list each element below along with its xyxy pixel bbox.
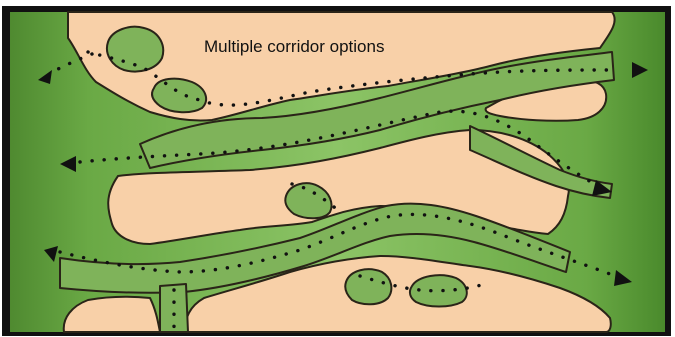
figure-title: Multiple corridor options xyxy=(204,37,384,56)
habitat-patch xyxy=(345,269,391,304)
